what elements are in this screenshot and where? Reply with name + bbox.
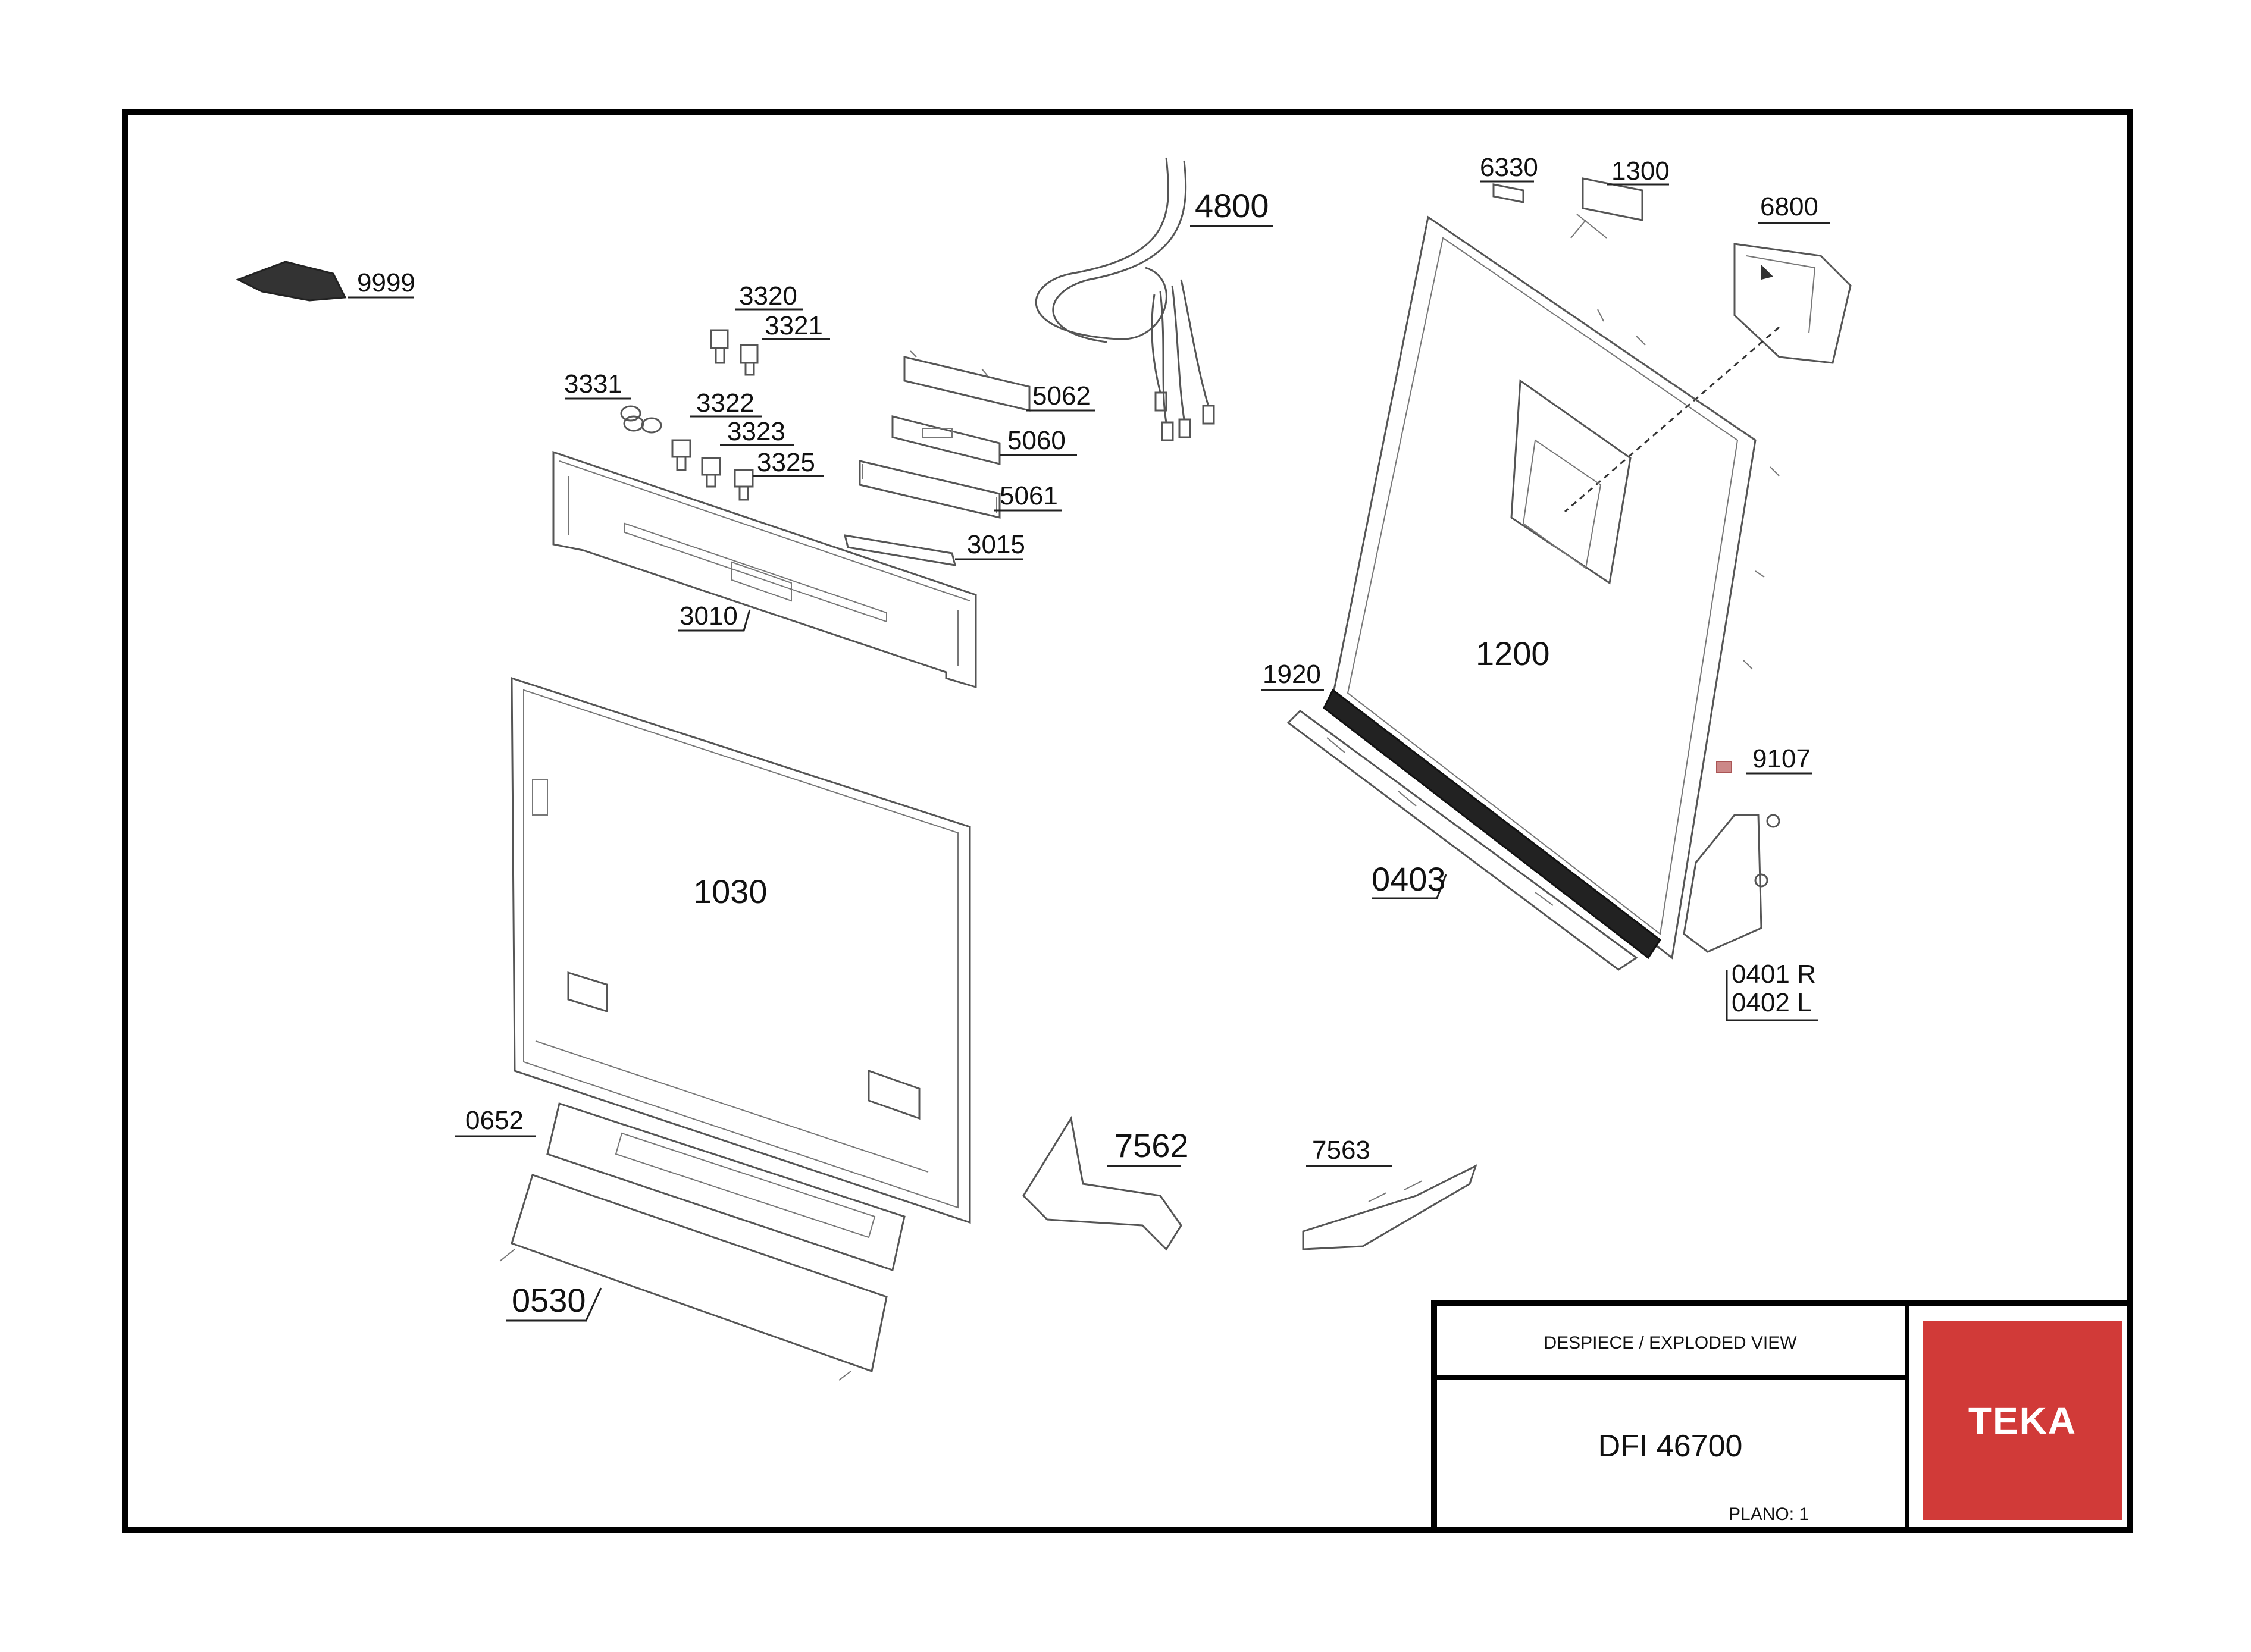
brand-logo: TEKA bbox=[1968, 1399, 2077, 1442]
label-1300: 1300 bbox=[1611, 156, 1670, 186]
label-1200: 1200 bbox=[1476, 635, 1550, 672]
label-3010: 3010 bbox=[680, 601, 738, 631]
label-0402: 0402 L bbox=[1732, 988, 1812, 1017]
part-5060-board: 5060 bbox=[891, 415, 1077, 465]
part-1300-door-lock: 1300 bbox=[1570, 156, 1670, 239]
part-4800-wiring-harness: 4800 bbox=[1035, 157, 1273, 441]
part-5061-housing: 5061 bbox=[859, 460, 1062, 519]
part-3331-spacers: 3331 bbox=[564, 369, 662, 434]
view-title: DESPIECE / EXPLODED VIEW bbox=[1544, 1333, 1797, 1353]
part-3015-display-window: 3015 bbox=[843, 530, 1025, 566]
label-3331: 3331 bbox=[564, 369, 622, 399]
part-1200-inner-door: 1200 bbox=[1332, 215, 1780, 960]
part-3325-knob: 3325 bbox=[734, 448, 824, 501]
part-6330-microswitch: 6330 bbox=[1480, 153, 1538, 203]
part-6800-detergent-dispenser: 6800 bbox=[1564, 192, 1852, 513]
label-0652: 0652 bbox=[465, 1106, 524, 1135]
label-4800: 4800 bbox=[1195, 187, 1269, 224]
part-0403-bottom-rail: 0403 bbox=[1286, 710, 1638, 971]
label-3322: 3322 bbox=[696, 388, 754, 418]
label-7563: 7563 bbox=[1312, 1136, 1370, 1165]
brand-logo-box bbox=[1923, 1321, 2122, 1520]
label-6800: 6800 bbox=[1760, 192, 1818, 221]
label-3321: 3321 bbox=[765, 311, 823, 340]
label-0530: 0530 bbox=[512, 1281, 586, 1319]
part-5062-module: 5062 bbox=[903, 350, 1095, 412]
part-9999-filter-pad: 9999 bbox=[236, 261, 415, 302]
label-1030: 1030 bbox=[693, 873, 768, 910]
label-3320: 3320 bbox=[739, 281, 797, 311]
label-0403: 0403 bbox=[1372, 860, 1446, 898]
part-1030-outer-door-panel: 1030 bbox=[511, 676, 971, 1224]
part-0652-handle: 0652 bbox=[455, 1102, 906, 1271]
part-7562-bracket: 7562 bbox=[1022, 1115, 1189, 1251]
plano-number: PLANO: 1 bbox=[1729, 1504, 1809, 1524]
part-1920-bottom-seal: 1920 bbox=[1261, 660, 1662, 960]
part-3320-knob: 3320 bbox=[710, 281, 803, 364]
label-3323: 3323 bbox=[727, 417, 785, 446]
label-9999: 9999 bbox=[357, 268, 415, 297]
label-3015: 3015 bbox=[967, 530, 1025, 559]
part-7563-plate: 7563 bbox=[1302, 1136, 1477, 1250]
part-3322-knob: 3322 bbox=[671, 388, 762, 471]
label-9107: 9107 bbox=[1752, 744, 1811, 773]
drawing-frame bbox=[122, 109, 2133, 1533]
label-3325: 3325 bbox=[757, 448, 815, 477]
part-3010-control-panel: 3010 bbox=[552, 450, 977, 689]
label-5062: 5062 bbox=[1032, 381, 1091, 410]
part-9107-clip: 9107 bbox=[1716, 744, 1812, 775]
part-0530-kick-plate: 0530 bbox=[499, 1174, 888, 1381]
part-3321-knob: 3321 bbox=[740, 311, 830, 376]
model-name: DFI 46700 bbox=[1598, 1429, 1743, 1463]
label-5060: 5060 bbox=[1007, 426, 1066, 455]
label-5061: 5061 bbox=[1000, 481, 1058, 510]
part-0401-0402-hinge-bracket: 0401 R 0402 L bbox=[1683, 814, 1818, 1021]
label-6330: 6330 bbox=[1480, 153, 1538, 182]
label-7562: 7562 bbox=[1114, 1127, 1189, 1164]
title-block: TEKA DESPIECE / EXPLODED VIEW DFI 46700 … bbox=[1431, 1300, 2133, 1533]
label-1920: 1920 bbox=[1263, 660, 1321, 689]
label-0401: 0401 R bbox=[1732, 960, 1816, 989]
part-3323-knob: 3323 bbox=[701, 417, 794, 488]
